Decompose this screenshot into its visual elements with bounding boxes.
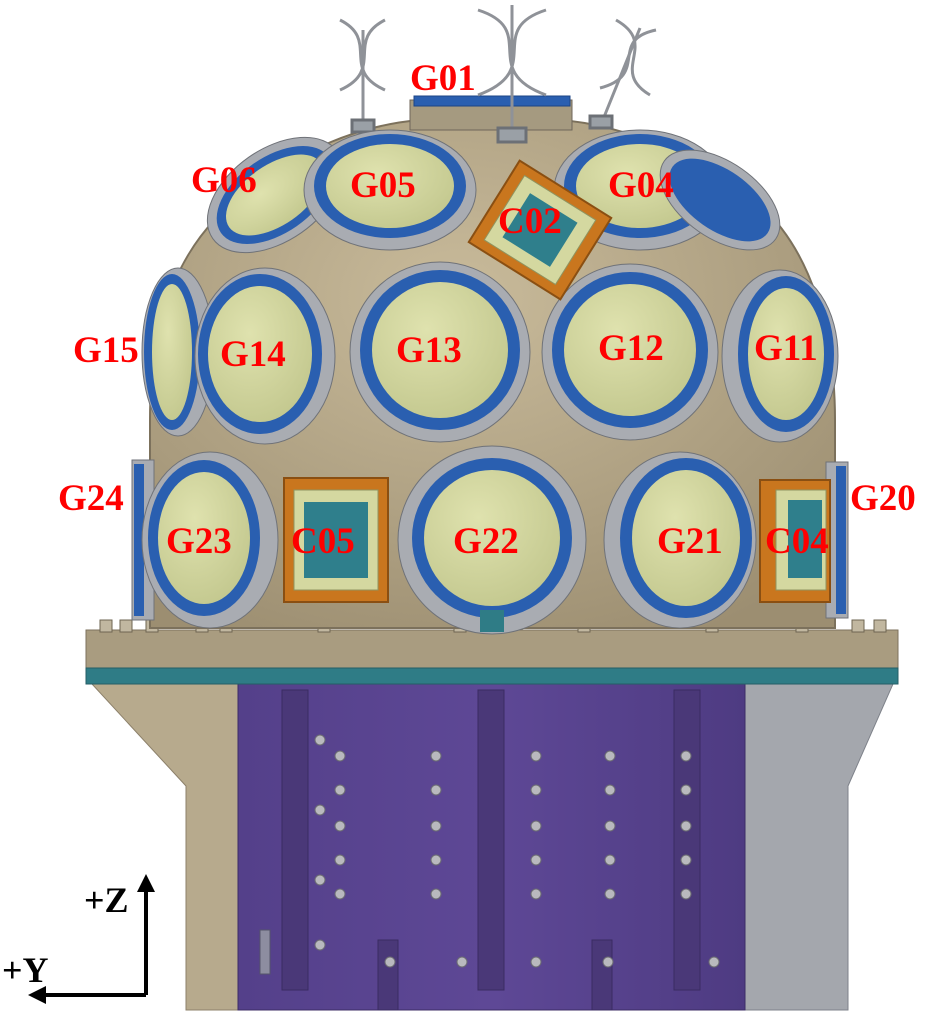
antennas — [339, 5, 657, 144]
detector-g05 — [303, 129, 477, 251]
label-g15: G15 — [73, 330, 139, 371]
bolt — [314, 804, 326, 816]
bolt — [680, 854, 692, 866]
label-g22: G22 — [453, 521, 519, 562]
base-housing — [90, 683, 894, 1011]
detector-g23 — [141, 451, 279, 629]
cube-detectors — [283, 159, 831, 603]
detector-g11 — [721, 269, 839, 443]
bolt — [530, 956, 542, 968]
y-axis-label: +Y — [2, 950, 49, 990]
label-g06: G06 — [191, 160, 257, 201]
detector-g12 — [541, 263, 719, 441]
bolt — [99, 619, 113, 633]
label-g24: G24 — [58, 478, 124, 519]
bolt — [530, 888, 542, 900]
bolt — [604, 854, 616, 866]
flange-teal-band — [85, 667, 899, 685]
label-c04: C04 — [765, 521, 829, 562]
base-right-flank — [744, 683, 894, 1011]
bolt — [430, 854, 442, 866]
label-g01: G01 — [410, 58, 476, 99]
rib-5 — [591, 939, 613, 1011]
bolt — [430, 784, 442, 796]
z-axis-arrowhead — [137, 874, 155, 892]
y-axis-arrowhead — [28, 986, 46, 1004]
bolt — [851, 619, 865, 633]
top-plate-blue — [413, 95, 571, 107]
connector — [259, 929, 271, 975]
detector-g22 — [397, 445, 587, 635]
label-c02: C02 — [498, 201, 562, 242]
bolt — [530, 854, 542, 866]
bolt — [334, 888, 346, 900]
bolt — [530, 820, 542, 832]
bolt — [604, 888, 616, 900]
detector-g21 — [603, 451, 757, 629]
detectors — [131, 129, 849, 635]
rib-3 — [673, 689, 701, 991]
bolt — [680, 888, 692, 900]
label-g21: G21 — [657, 521, 723, 562]
bolt — [314, 874, 326, 886]
base-left-flank — [90, 683, 239, 1011]
bolt — [873, 619, 887, 633]
cube-c02 — [467, 159, 613, 301]
bolt — [334, 854, 346, 866]
bolt — [530, 784, 542, 796]
flange-plate — [85, 629, 899, 671]
bolt — [680, 784, 692, 796]
bolt — [314, 939, 326, 951]
axis-indicator: +Z +Y — [2, 874, 155, 1004]
bolt — [680, 820, 692, 832]
cube-c05 — [283, 477, 389, 603]
detector-g14 — [194, 267, 336, 445]
bolt — [708, 956, 720, 968]
bolt — [430, 820, 442, 832]
antenna-right — [588, 18, 657, 130]
z-axis-label: +Z — [84, 880, 129, 920]
antenna-center — [477, 5, 547, 144]
rib-1 — [281, 689, 309, 991]
bolt — [456, 956, 468, 968]
bolt — [430, 750, 442, 762]
bolt — [334, 820, 346, 832]
bolt — [602, 956, 614, 968]
detector-g15 — [141, 267, 215, 437]
antenna-left — [339, 18, 386, 134]
bolt — [334, 750, 346, 762]
bolt — [384, 956, 396, 968]
label-g12: G12 — [598, 328, 664, 369]
bolt — [604, 784, 616, 796]
bolt — [430, 888, 442, 900]
detector-labels: G01 G06 G05 G04 C02 G15 G14 G13 G12 G11 … — [58, 58, 916, 562]
label-g20: G20 — [850, 478, 916, 519]
label-g13: G13 — [396, 330, 462, 371]
label-g14: G14 — [220, 334, 286, 375]
rib-2 — [477, 689, 505, 991]
bolt — [604, 750, 616, 762]
label-c05: C05 — [291, 521, 355, 562]
label-g23: G23 — [166, 521, 232, 562]
bolt — [530, 750, 542, 762]
label-g11: G11 — [754, 328, 818, 369]
bolt — [314, 734, 326, 746]
bolt — [604, 820, 616, 832]
label-g05: G05 — [350, 165, 416, 206]
cube-c04 — [759, 479, 831, 603]
rib-4 — [377, 939, 399, 1011]
label-g04: G04 — [608, 165, 674, 206]
detector-g03-edge — [659, 149, 781, 251]
bolt — [334, 784, 346, 796]
bolt — [680, 750, 692, 762]
base-ribs — [281, 689, 701, 1011]
bolt — [119, 619, 133, 633]
base-bolts — [314, 734, 720, 968]
detector-g13 — [349, 261, 531, 443]
